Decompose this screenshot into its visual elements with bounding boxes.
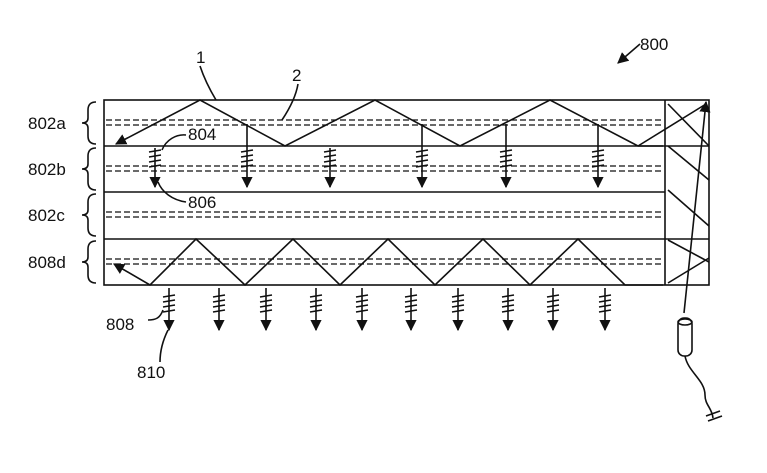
callout-806-label: 806 bbox=[188, 193, 216, 212]
leader-lines bbox=[148, 44, 640, 362]
callout-804-label: 804 bbox=[188, 125, 216, 144]
upper-scatter-arrows bbox=[149, 124, 604, 187]
light-source-icon bbox=[678, 318, 722, 421]
labels: 800 1 2 802a 802b 802c 808d 804 806 808 … bbox=[28, 35, 668, 382]
layer-braces bbox=[82, 102, 96, 283]
layer-label-808d: 808d bbox=[28, 253, 66, 272]
layer-label-802c: 802c bbox=[28, 206, 65, 225]
figure-number-label: 800 bbox=[640, 35, 668, 54]
edge-coupler bbox=[638, 102, 709, 313]
layer-label-802b: 802b bbox=[28, 160, 66, 179]
callout-810-label: 810 bbox=[137, 363, 165, 382]
callout-film-label: 2 bbox=[292, 66, 301, 85]
lower-scatter-arrows bbox=[163, 288, 611, 330]
callout-808-label: 808 bbox=[106, 315, 134, 334]
lower-zigzag-ray bbox=[114, 239, 663, 285]
callout-ray-label: 1 bbox=[196, 48, 205, 67]
layer-label-802a: 802a bbox=[28, 114, 66, 133]
